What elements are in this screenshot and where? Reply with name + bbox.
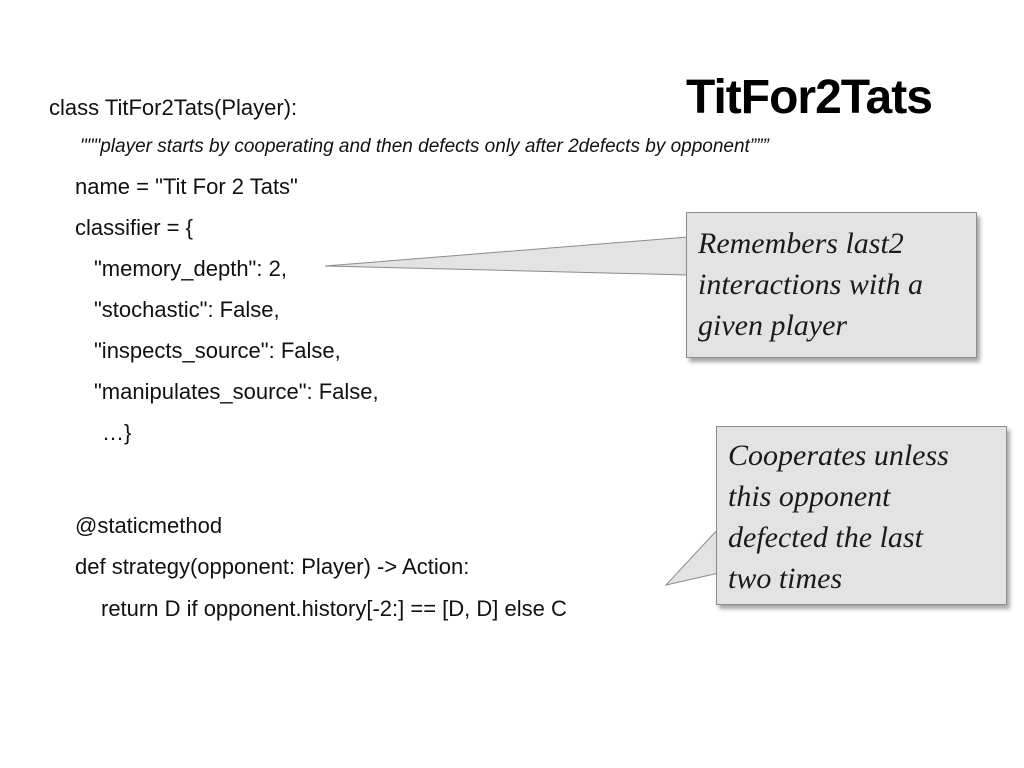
memory-callout-line: given player [698, 309, 848, 342]
memory-callout: Remembers last2 interactions with a give… [686, 212, 977, 358]
classifier-close: …} [102, 420, 132, 445]
staticmethod-decorator: @staticmethod [75, 513, 223, 538]
classifier-stochastic: "stochastic": False, [94, 297, 280, 322]
docstring: """player starts by cooperating and then… [80, 136, 769, 157]
strategy-definition: def strategy(opponent: Player) -> Action… [75, 554, 470, 579]
strategy-callout-line: Cooperates unless [728, 439, 949, 472]
classifier-memory-depth: "memory_depth": 2, [94, 256, 287, 281]
class-declaration: class TitFor2Tats(Player): [49, 95, 298, 120]
strategy-callout-pointer [664, 526, 720, 586]
strategy-callout-line: defected the last [728, 521, 923, 554]
classifier-open: classifier = { [75, 215, 193, 240]
memory-callout-pointer [324, 236, 689, 276]
classifier-manipulates-source: "manipulates_source": False, [94, 379, 379, 404]
strategy-return: return D if opponent.history[-2:] == [D,… [101, 596, 567, 621]
strategy-callout-line: this opponent [728, 480, 891, 513]
strategy-callout: Cooperates unless this opponent defected… [716, 426, 1007, 605]
strategy-callout-line: two times [728, 562, 843, 595]
memory-callout-line: interactions with a [698, 268, 923, 301]
memory-callout-line: Remembers last2 [698, 227, 904, 260]
classifier-inspects-source: "inspects_source": False, [94, 338, 341, 363]
name-attribute: name = "Tit For 2 Tats" [75, 174, 298, 199]
slide-title: TitFor2Tats [686, 71, 933, 124]
